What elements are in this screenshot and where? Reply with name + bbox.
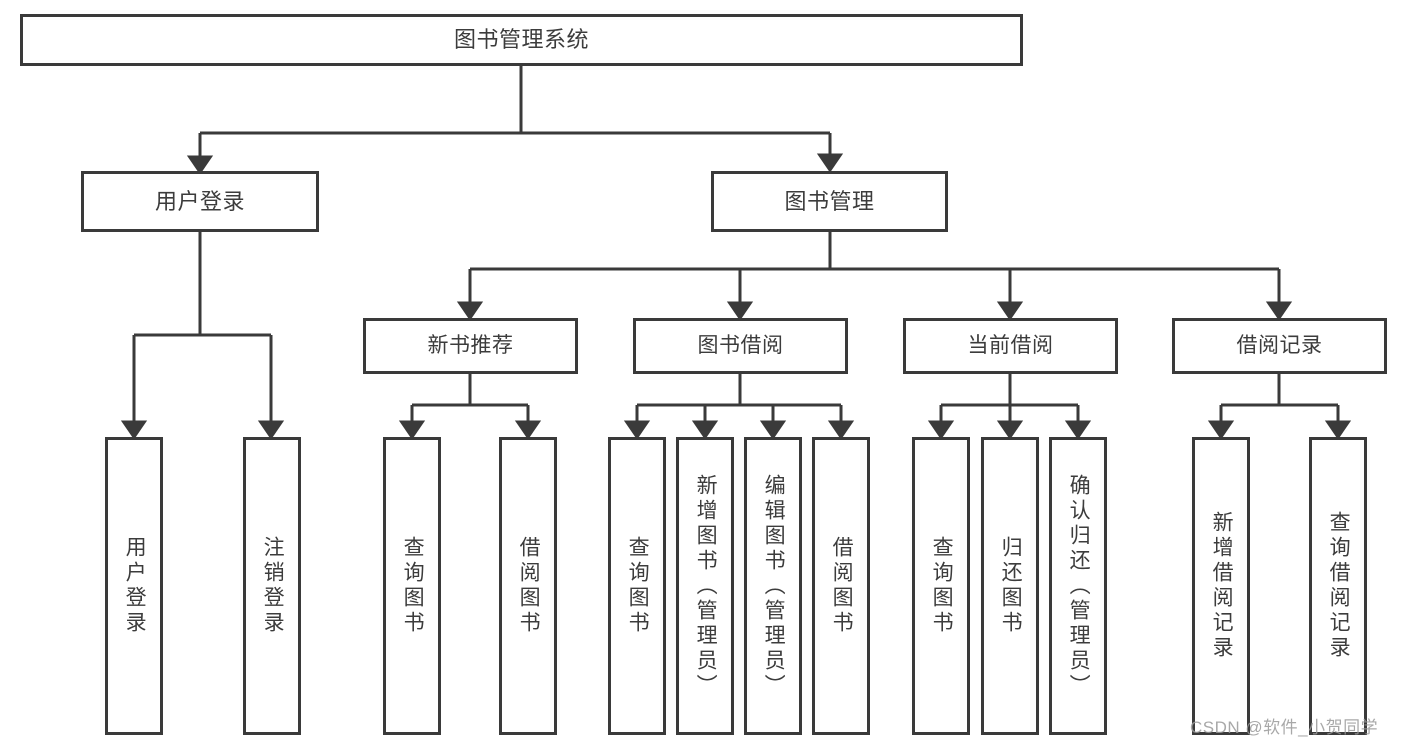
node-label: 查询图书 bbox=[930, 536, 954, 636]
node-label: 查询图书 bbox=[626, 536, 650, 636]
node-label: 借阅记录 bbox=[1236, 333, 1323, 357]
node-book-management[interactable]: 图书管理 bbox=[711, 171, 948, 232]
leaf-add-book-admin[interactable]: 新增图书（管理员） bbox=[676, 437, 734, 735]
node-new-book-recommend[interactable]: 新书推荐 bbox=[363, 318, 578, 374]
leaf-logout[interactable]: 注销登录 bbox=[243, 437, 301, 735]
node-label: 查询图书 bbox=[401, 536, 425, 636]
csdn-watermark: CSDN @软件_小贺同学 bbox=[1190, 718, 1379, 737]
leaf-query-borrow-record[interactable]: 查询借阅记录 bbox=[1309, 437, 1367, 735]
node-label: 新增图书（管理员） bbox=[694, 473, 718, 699]
leaf-return-book[interactable]: 归还图书 bbox=[981, 437, 1039, 735]
node-label: 图书管理 bbox=[784, 188, 875, 214]
leaf-confirm-return-admin[interactable]: 确认归还（管理员） bbox=[1049, 437, 1107, 735]
node-label: 用户登录 bbox=[154, 188, 245, 214]
leaf-edit-book-admin[interactable]: 编辑图书（管理员） bbox=[744, 437, 802, 735]
leaf-query-book-borrow[interactable]: 查询图书 bbox=[608, 437, 666, 735]
node-current-borrow[interactable]: 当前借阅 bbox=[903, 318, 1118, 374]
node-user-login[interactable]: 用户登录 bbox=[81, 171, 319, 232]
node-book-borrow[interactable]: 图书借阅 bbox=[633, 318, 848, 374]
node-root-system[interactable]: 图书管理系统 bbox=[20, 14, 1023, 66]
node-label: 借阅图书 bbox=[830, 536, 854, 636]
node-label: 确认归还（管理员） bbox=[1067, 473, 1091, 699]
node-label: 查询借阅记录 bbox=[1327, 511, 1351, 661]
leaf-query-book-current[interactable]: 查询图书 bbox=[912, 437, 970, 735]
leaf-borrow-book-recommend[interactable]: 借阅图书 bbox=[499, 437, 557, 735]
node-label: 图书借阅 bbox=[697, 333, 784, 357]
node-label: 编辑图书（管理员） bbox=[762, 473, 786, 699]
node-borrow-record[interactable]: 借阅记录 bbox=[1172, 318, 1387, 374]
node-label: 用户登录 bbox=[123, 536, 147, 636]
leaf-borrow-book[interactable]: 借阅图书 bbox=[812, 437, 870, 735]
node-label: 新书推荐 bbox=[427, 333, 514, 357]
node-label: 归还图书 bbox=[999, 536, 1023, 636]
node-label: 借阅图书 bbox=[517, 536, 541, 636]
node-label: 新增借阅记录 bbox=[1210, 511, 1234, 661]
node-label: 注销登录 bbox=[261, 536, 285, 636]
leaf-add-borrow-record[interactable]: 新增借阅记录 bbox=[1192, 437, 1250, 735]
leaf-query-book-recommend[interactable]: 查询图书 bbox=[383, 437, 441, 735]
node-label: 图书管理系统 bbox=[453, 27, 589, 53]
node-label: 当前借阅 bbox=[967, 333, 1054, 357]
leaf-user-login[interactable]: 用户登录 bbox=[105, 437, 163, 735]
